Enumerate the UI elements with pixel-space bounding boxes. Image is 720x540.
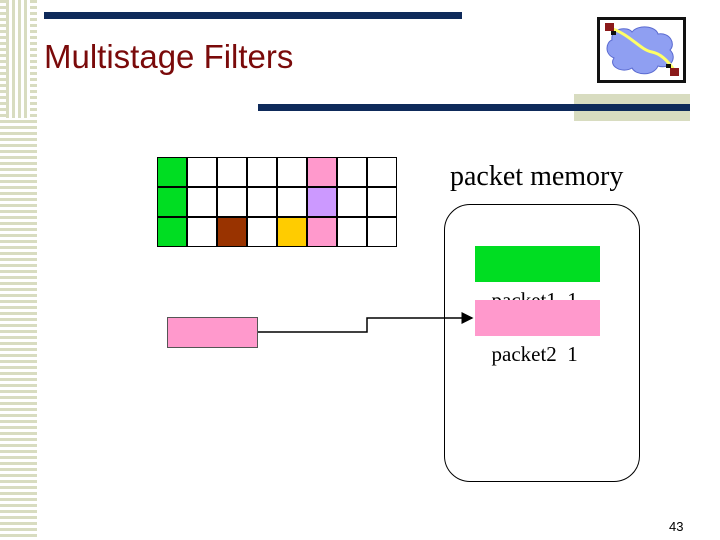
- filter-cell: [247, 157, 277, 187]
- packet-entry-name: packet2: [491, 342, 557, 366]
- filter-cell: [217, 157, 247, 187]
- page-number: 43: [669, 519, 684, 534]
- left-decorative-stripe-top: [6, 0, 30, 118]
- filter-cell: [307, 217, 337, 247]
- filter-cell: [277, 187, 307, 217]
- filter-cell: [217, 187, 247, 217]
- filter-cell: [187, 187, 217, 217]
- filter-cell: [187, 157, 217, 187]
- filter-cell: [187, 217, 217, 247]
- filter-cell: [247, 187, 277, 217]
- filter-cell: [277, 157, 307, 187]
- filter-cell: [367, 217, 397, 247]
- packet-memory-box: [444, 204, 640, 482]
- packet-memory-entry: packet2 1: [475, 300, 600, 366]
- filter-cell: [277, 217, 307, 247]
- filter-cell: [157, 157, 187, 187]
- top-title-bar: [44, 12, 462, 19]
- filter-cell: [307, 187, 337, 217]
- network-cloud-logo-icon: [597, 17, 686, 83]
- mid-divider-bar: [258, 104, 690, 111]
- filter-cell: [367, 157, 397, 187]
- packet-memory-label: packet memory: [450, 161, 624, 192]
- filter-cell: [247, 217, 277, 247]
- filter-cell: [337, 217, 367, 247]
- filter-cell: [367, 187, 397, 217]
- filter-cell: [307, 157, 337, 187]
- slide-title: Multistage Filters: [44, 38, 294, 75]
- filter-cell: [337, 157, 367, 187]
- filter-cell: [217, 217, 247, 247]
- filter-cell: [157, 217, 187, 247]
- incoming-packet: [167, 317, 258, 348]
- filter-cell: [337, 187, 367, 217]
- filter-cell: [157, 187, 187, 217]
- packet-entry-count: 1: [567, 342, 578, 366]
